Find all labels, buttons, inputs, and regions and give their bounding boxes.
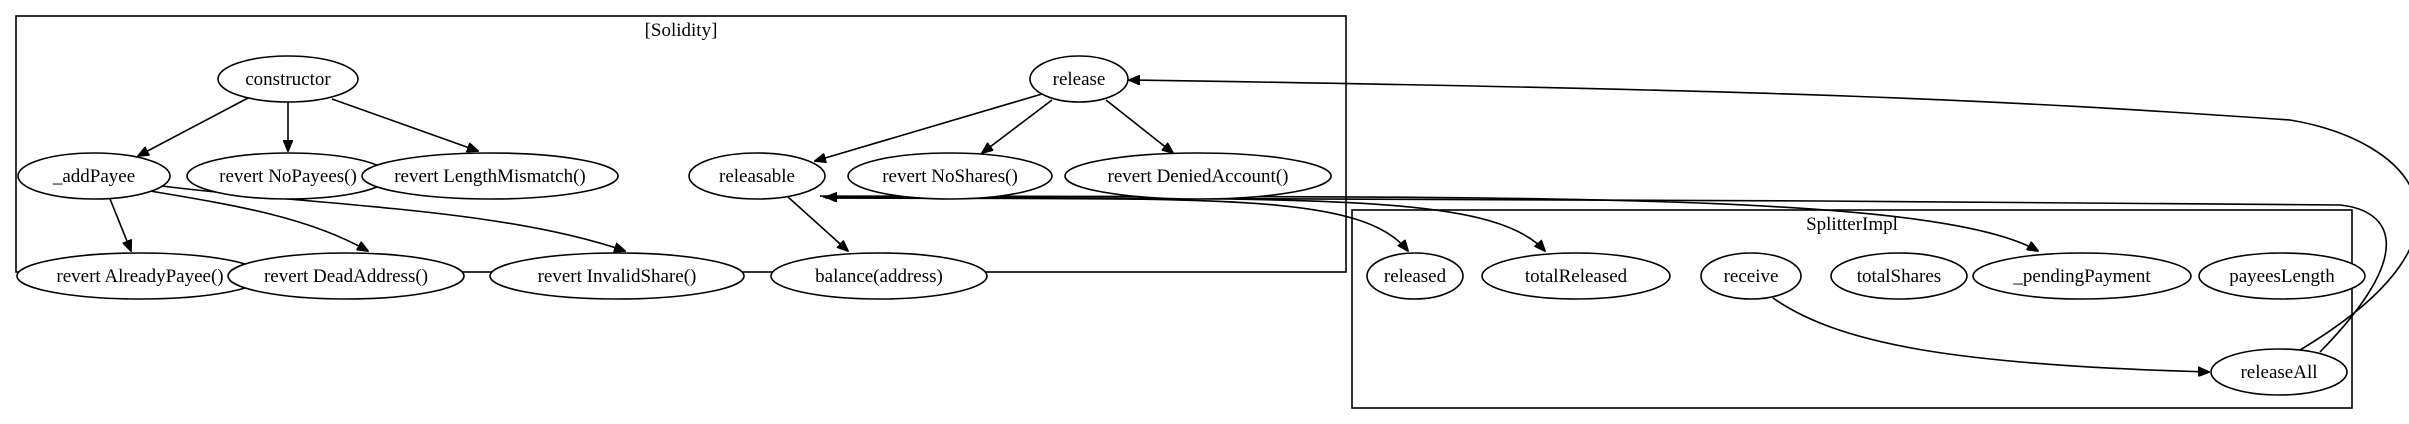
node-ellipse[interactable] bbox=[1366, 252, 1464, 300]
edge-release-to-deniedAccount bbox=[1105, 99, 1173, 153]
cluster-box bbox=[1351, 209, 2353, 409]
node-totalReleased[interactable]: totalReleased bbox=[1481, 252, 1671, 300]
node-label: revert DeadAddress() bbox=[264, 266, 428, 287]
node-addPayee[interactable]: _addPayee bbox=[17, 152, 171, 200]
edge-releasable-to-released bbox=[824, 197, 1408, 251]
node-label: revert AlreadyPayee() bbox=[56, 266, 223, 287]
node-releasable[interactable]: releasable bbox=[688, 152, 826, 200]
node-ellipse[interactable] bbox=[688, 152, 826, 200]
node-ellipse[interactable] bbox=[361, 152, 619, 200]
node-released[interactable]: released bbox=[1366, 252, 1464, 300]
node-receive[interactable]: receive bbox=[1700, 252, 1802, 300]
node-ellipse[interactable] bbox=[1481, 252, 1671, 300]
edge-release-to-noShares bbox=[982, 99, 1053, 153]
node-lengthMismatch[interactable]: revert LengthMismatch() bbox=[361, 152, 619, 200]
cluster-solidity: [Solidity] bbox=[15, 15, 1347, 273]
node-ellipse[interactable] bbox=[1830, 252, 1968, 300]
node-alreadyPayee[interactable]: revert AlreadyPayee() bbox=[16, 252, 264, 300]
clusters-layer: [Solidity] SplitterImpl bbox=[15, 15, 2353, 409]
node-label: balance(address) bbox=[815, 266, 943, 287]
node-label: receive bbox=[1724, 266, 1779, 287]
node-deadAddress[interactable]: revert DeadAddress() bbox=[227, 252, 465, 300]
cluster-label: SplitterImpl bbox=[1806, 214, 1898, 235]
edges-layer bbox=[109, 80, 2409, 372]
node-noShares[interactable]: revert NoShares() bbox=[847, 152, 1053, 200]
node-label: releasable bbox=[719, 166, 795, 187]
cluster-splitter: SplitterImpl bbox=[1351, 209, 2353, 409]
node-totalShares[interactable]: totalShares bbox=[1830, 252, 1968, 300]
edge-addPayee-to-alreadyPayee bbox=[109, 198, 131, 251]
node-ellipse[interactable] bbox=[770, 252, 988, 300]
node-pendingPayment[interactable]: _pendingPayment bbox=[1972, 252, 2192, 300]
node-label: releaseAll bbox=[2240, 362, 2317, 383]
node-ellipse[interactable] bbox=[489, 252, 745, 300]
edge-release-to-releasable bbox=[815, 93, 1043, 161]
node-label: payeesLength bbox=[2229, 266, 2335, 287]
edge-releasable-to-totalReleased bbox=[822, 196, 1545, 251]
node-payeesLength[interactable]: payeesLength bbox=[2198, 252, 2366, 300]
edge-releaseAll-to-release bbox=[1129, 80, 2409, 351]
node-label: constructor bbox=[245, 69, 331, 90]
edge-receive-to-releaseAll bbox=[1772, 297, 2209, 372]
node-ellipse[interactable] bbox=[217, 55, 359, 103]
node-release[interactable]: release bbox=[1029, 55, 1129, 103]
node-invalidShare[interactable]: revert InvalidShare() bbox=[489, 252, 745, 300]
node-label: released bbox=[1384, 266, 1447, 287]
node-ellipse[interactable] bbox=[1700, 252, 1802, 300]
node-releaseAll[interactable]: releaseAll bbox=[2210, 348, 2348, 396]
node-label: revert NoShares() bbox=[882, 166, 1018, 187]
nodes-layer: constructor _addPayee revert NoPayees() rev… bbox=[16, 55, 2366, 396]
node-label: totalReleased bbox=[1525, 266, 1628, 287]
edge-constructor-to-lengthMismatch bbox=[331, 98, 478, 151]
node-ellipse[interactable] bbox=[227, 252, 465, 300]
node-label: revert LengthMismatch() bbox=[394, 166, 586, 187]
node-ellipse[interactable] bbox=[1064, 152, 1332, 200]
node-noPayees[interactable]: revert NoPayees() bbox=[186, 152, 390, 200]
node-label: revert NoPayees() bbox=[219, 166, 357, 187]
node-constructor[interactable]: constructor bbox=[217, 55, 359, 103]
node-ellipse[interactable] bbox=[2210, 348, 2348, 396]
node-label: revert InvalidShare() bbox=[538, 266, 697, 287]
node-ellipse[interactable] bbox=[17, 152, 171, 200]
node-label: revert DeniedAccount() bbox=[1108, 166, 1289, 187]
edge-constructor-to-addPayee bbox=[138, 97, 249, 156]
node-label: release bbox=[1053, 69, 1106, 90]
node-label: _pendingPayment bbox=[2012, 266, 2151, 287]
node-balance[interactable]: balance(address) bbox=[770, 252, 988, 300]
node-label: totalShares bbox=[1857, 266, 1941, 287]
node-deniedAccount[interactable]: revert DeniedAccount() bbox=[1064, 152, 1332, 200]
edge-releasable-to-balance bbox=[787, 196, 848, 251]
cluster-label: [Solidity] bbox=[645, 20, 718, 41]
edge-addPayee-to-deadAddress bbox=[149, 190, 368, 251]
node-ellipse[interactable] bbox=[847, 152, 1053, 200]
cluster-box bbox=[15, 15, 1347, 273]
node-ellipse[interactable] bbox=[2198, 252, 2366, 300]
node-label: _addPayee bbox=[52, 166, 135, 187]
node-ellipse[interactable] bbox=[1972, 252, 2192, 300]
node-ellipse[interactable] bbox=[1029, 55, 1129, 103]
